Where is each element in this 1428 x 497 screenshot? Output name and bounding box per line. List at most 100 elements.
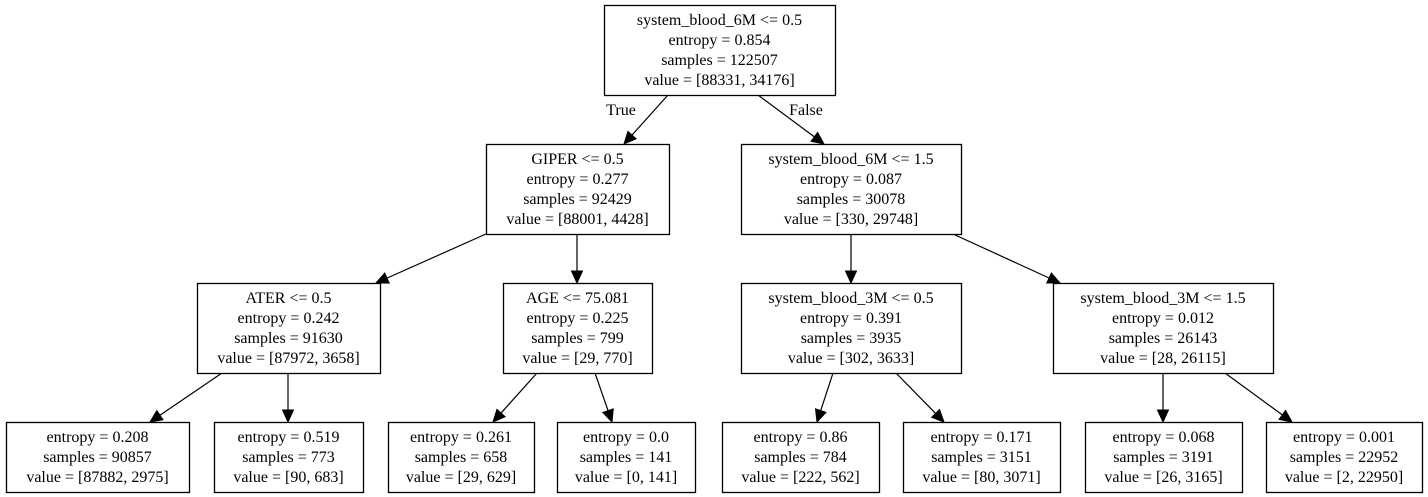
arrowhead xyxy=(1046,272,1062,284)
edge-n0-n1: True xyxy=(606,94,669,145)
node-text-line: samples = 784 xyxy=(754,449,847,466)
node-box xyxy=(721,421,881,494)
node-box xyxy=(196,282,382,375)
node-box xyxy=(502,282,654,375)
edge-n5-n12 xyxy=(895,372,945,423)
node-text-line: value = [330, 29748] xyxy=(784,211,918,228)
node-text-line: value = [80, 3071] xyxy=(922,469,1040,486)
edge-line xyxy=(895,372,937,414)
arrowhead xyxy=(1278,409,1293,423)
arrowhead xyxy=(492,408,507,423)
edge-n6-n13 xyxy=(1156,373,1170,424)
edge-n2-n5 xyxy=(844,234,858,285)
node-text-line: entropy = 0.391 xyxy=(800,310,902,327)
node-text-line: samples = 773 xyxy=(242,449,335,466)
node-text-line: value = [87972, 3658] xyxy=(217,350,359,367)
node-box xyxy=(1084,421,1244,494)
node-text-line: samples = 141 xyxy=(580,449,673,466)
node-text-line: value = [0, 141] xyxy=(575,469,677,486)
node-box xyxy=(902,421,1062,494)
node-text-line: entropy = 0.277 xyxy=(527,171,629,188)
node-text-line: entropy = 0.001 xyxy=(1293,429,1395,446)
edge-line xyxy=(757,94,815,138)
node-text-line: samples = 658 xyxy=(415,449,508,466)
tree-node-n13: entropy = 0.068 samples = 3191 value = [26… xyxy=(1084,421,1244,494)
edge-line xyxy=(952,233,1050,279)
edge-line xyxy=(159,372,223,416)
node-text-line: value = [88001, 4428] xyxy=(506,211,648,228)
node-text-line: value = [26, 3165] xyxy=(1104,469,1222,486)
edge-n4-n9 xyxy=(492,372,538,423)
node-text-line: entropy = 0.242 xyxy=(238,310,340,327)
node-text-line: entropy = 0.087 xyxy=(800,171,902,188)
node-text-line: samples = 30078 xyxy=(797,191,906,208)
edge-n1-n4 xyxy=(570,234,584,285)
node-text-line: samples = 3191 xyxy=(1113,449,1214,466)
node-text-line: samples = 90857 xyxy=(43,449,152,466)
edge-label-true: True xyxy=(606,102,636,119)
node-box xyxy=(740,282,963,375)
arrowhead xyxy=(814,408,827,424)
node-text-line: ATER <= 0.5 xyxy=(245,290,331,307)
arrowhead xyxy=(149,409,164,423)
edge-label-false: False xyxy=(789,102,823,119)
node-text-line: entropy = 0.86 xyxy=(754,429,848,446)
arrowhead xyxy=(570,270,584,285)
edge-n2-n6 xyxy=(952,233,1062,284)
node-box xyxy=(740,143,963,236)
node-box xyxy=(387,421,536,494)
node-box xyxy=(556,421,697,494)
node-text-line: samples = 3935 xyxy=(801,330,902,347)
node-text-line: samples = 92429 xyxy=(523,191,632,208)
node-box xyxy=(1052,282,1275,375)
edge-line xyxy=(594,372,609,411)
node-text-line: GIPER <= 0.5 xyxy=(531,151,623,168)
node-text-line: entropy = 0.225 xyxy=(527,310,629,327)
tree-node-n9: entropy = 0.261 samples = 658 value = [29,… xyxy=(387,421,536,494)
node-text-line: samples = 3151 xyxy=(931,449,1032,466)
edge-n5-n11 xyxy=(814,372,834,424)
node-text-line: samples = 122507 xyxy=(661,52,778,69)
edge-line xyxy=(1224,372,1283,416)
node-text-line: entropy = 0.854 xyxy=(669,32,771,49)
node-text-line: samples = 799 xyxy=(531,330,624,347)
arrowhead xyxy=(1156,409,1170,424)
arrowhead xyxy=(281,409,295,424)
tree-node-n12: entropy = 0.171 samples = 3151 value = [80… xyxy=(902,421,1062,494)
node-text-line: value = [87882, 2975] xyxy=(26,469,168,486)
node-text-line: entropy = 0.171 xyxy=(931,429,1033,446)
node-text-line: samples = 22952 xyxy=(1290,449,1399,466)
arrowhead xyxy=(844,270,858,285)
tree-node-n1: GIPER <= 0.5 entropy = 0.277 samples = 924… xyxy=(485,143,671,236)
node-box xyxy=(5,421,191,494)
edge-line xyxy=(386,233,487,279)
node-text-line: entropy = 0.261 xyxy=(410,429,512,446)
node-text-line: entropy = 0.012 xyxy=(1112,310,1214,327)
node-text-line: samples = 26143 xyxy=(1109,330,1218,347)
edge-n4-n10 xyxy=(594,372,614,424)
node-text-line: value = [90, 683] xyxy=(233,469,343,486)
node-text-line: value = [29, 629] xyxy=(406,469,516,486)
arrowhead xyxy=(623,130,638,145)
arrowhead xyxy=(601,408,614,424)
node-text-line: value = [222, 562] xyxy=(741,469,859,486)
edge-line xyxy=(820,372,834,411)
node-text-line: entropy = 0.068 xyxy=(1113,429,1215,446)
edge-n1-n3 xyxy=(374,233,487,284)
node-box xyxy=(213,421,365,494)
edge-n0-n2: False xyxy=(757,94,825,145)
arrowhead xyxy=(810,131,825,145)
edge-n6-n14 xyxy=(1224,372,1293,423)
node-text-line: value = [29, 770] xyxy=(522,350,632,367)
